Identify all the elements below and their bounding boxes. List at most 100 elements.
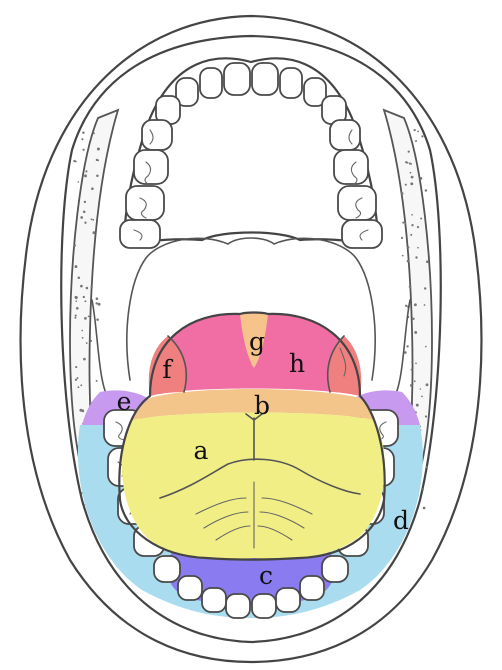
cheek-speckle <box>409 285 412 288</box>
cheek-speckle <box>401 192 404 195</box>
cheek-speckle <box>424 287 426 289</box>
cheek-speckle <box>75 300 77 302</box>
upper-tooth <box>280 68 302 98</box>
cheek-speckle <box>424 304 426 306</box>
cheek-speckle <box>93 231 96 234</box>
cheek-speckle <box>90 285 93 288</box>
cheek-speckle <box>405 305 407 307</box>
lower-tooth <box>252 594 276 618</box>
cheek-speckle <box>83 211 86 214</box>
cheek-speckle <box>82 149 84 151</box>
cheek-speckle <box>401 237 403 239</box>
cheek-speckle <box>75 265 78 268</box>
cheek-speckle <box>425 415 427 417</box>
cheek-speckle <box>411 361 413 363</box>
cheek-speckle <box>92 219 94 221</box>
cheek-speckle <box>84 201 86 203</box>
cheek-speckle <box>415 140 417 142</box>
cheek-speckle <box>84 222 86 224</box>
cheek-speckle <box>77 386 79 388</box>
upper-tooth <box>338 186 376 220</box>
cheek-speckle <box>414 129 416 131</box>
cheek-speckle <box>97 148 100 151</box>
cheek-speckle <box>411 369 413 371</box>
cheek-speckle <box>426 466 428 468</box>
cheek-speckle <box>88 316 90 318</box>
lower-tooth <box>178 576 202 600</box>
cheek-speckle <box>410 182 413 185</box>
cheek-speckle <box>80 285 83 288</box>
cheek-speckle <box>422 488 424 490</box>
cheek-speckle <box>75 366 77 368</box>
cheek-speckle <box>414 303 417 306</box>
cheek-speckle <box>96 318 99 321</box>
cheek-speckle <box>426 383 429 386</box>
cheek-speckle <box>410 172 412 174</box>
cheek-speckle <box>410 163 412 165</box>
cheek-speckle <box>83 358 86 361</box>
cheek-speckle <box>80 216 83 219</box>
upper-tooth <box>200 68 222 98</box>
lower-tooth <box>322 556 348 582</box>
cheek-speckle <box>415 256 417 258</box>
lower-tooth <box>154 556 180 582</box>
cheek-speckle <box>408 150 410 152</box>
cheek-speckle <box>411 176 414 179</box>
upper-tooth <box>330 120 360 150</box>
cheek-speckle <box>78 277 81 280</box>
cheek-speckle <box>76 307 79 310</box>
cheek-speckle <box>95 302 97 304</box>
cheek-speckle <box>404 222 406 224</box>
cheek-speckle <box>81 330 83 332</box>
lower-tooth <box>300 576 324 600</box>
lower-tooth <box>276 588 300 612</box>
cheek-speckle <box>421 395 423 397</box>
cheek-speckle <box>426 260 429 263</box>
soft-palate-outline <box>127 258 146 380</box>
label-c: c <box>259 561 273 590</box>
cheek-speckle <box>96 380 98 382</box>
cheek-speckle <box>97 159 99 161</box>
cheek-speckle <box>417 226 419 228</box>
cheek-speckle <box>412 318 414 320</box>
label-h: h <box>289 349 305 378</box>
cheek-speckle <box>402 255 404 257</box>
upper-tooth <box>134 150 168 184</box>
label-a: a <box>194 436 209 465</box>
cheek-speckle <box>421 135 423 137</box>
cheek-speckle <box>75 315 77 317</box>
label-e: e <box>117 387 132 416</box>
cheek-speckle <box>415 363 417 365</box>
cheek-speckle <box>75 161 77 163</box>
upper-tooth <box>120 220 160 248</box>
label-d: d <box>393 506 409 535</box>
cheek-speckle <box>407 162 409 164</box>
upper-tooth <box>342 220 382 248</box>
cheek-speckle <box>402 222 404 224</box>
cheek-speckle <box>81 409 84 412</box>
cheek-speckle <box>86 342 88 344</box>
cheek-speckle <box>84 174 87 177</box>
upper-tooth <box>252 63 278 95</box>
cheek-speckle <box>75 296 78 299</box>
cheek-speckle <box>80 384 82 386</box>
label-b: b <box>254 391 270 420</box>
upper-tooth <box>334 150 368 184</box>
cheek-speckle <box>84 317 87 320</box>
cheek-speckle <box>82 337 84 339</box>
cheek-speckle <box>420 388 422 390</box>
cheek-speckle <box>85 170 87 172</box>
cheek-speckle <box>96 174 99 177</box>
cheek-speckle <box>416 404 419 407</box>
cheek-speckle <box>91 187 94 190</box>
cheek-speckle <box>404 351 407 354</box>
cheek-speckle <box>414 380 416 382</box>
cheek-speckle <box>405 184 407 186</box>
cheek-speckle <box>423 507 426 510</box>
cheek-speckle <box>96 297 99 300</box>
upper-teeth <box>120 63 382 248</box>
cheek-speckle <box>407 246 409 248</box>
label-g: g <box>249 327 265 356</box>
cheek-speckle <box>77 377 79 379</box>
